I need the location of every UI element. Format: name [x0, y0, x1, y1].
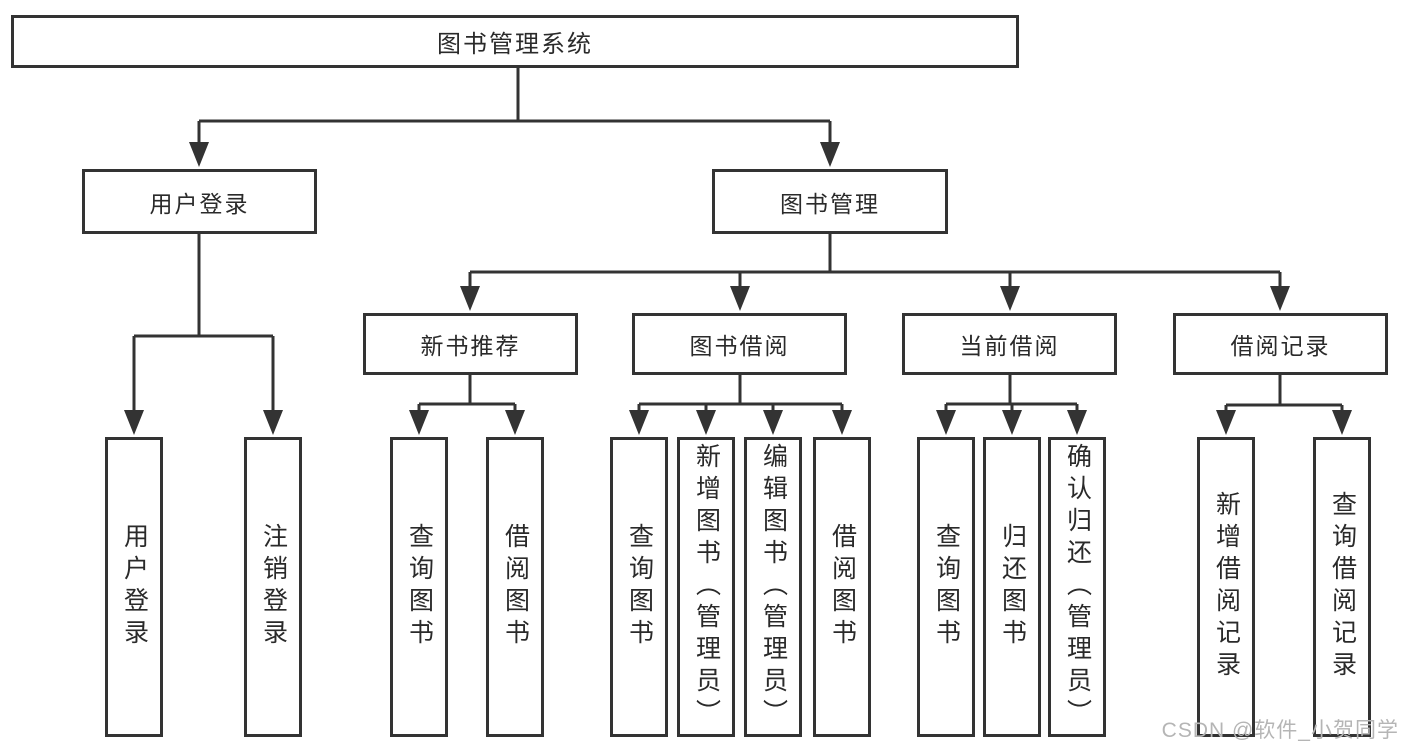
leaf-logout-login: 注销登录 [244, 437, 302, 737]
connector-book-borrowing-children [629, 375, 852, 435]
connector-line [944, 375, 1079, 412]
arrowhead [936, 410, 956, 435]
leaf-cb-return-books-label: 归还图书 [998, 523, 1027, 651]
leaf-cb-return-books: 归还图书 [983, 437, 1041, 737]
leaf-cb-confirm-return-admin: 确认归还（管理员） [1048, 437, 1106, 737]
arrowhead [730, 286, 750, 311]
arrowhead [124, 410, 144, 435]
leaf-br-add-borrow-record: 新增借阅记录 [1197, 437, 1255, 737]
leaf-nbr-borrow-books: 借阅图书 [486, 437, 544, 737]
connector-current-borrowing-children [936, 375, 1087, 435]
leaf-user-login-label: 用户登录 [120, 523, 149, 651]
arrowhead [832, 410, 852, 435]
arrowhead [1000, 286, 1020, 311]
connector-user-login-children [124, 233, 283, 435]
connector-line [132, 233, 275, 412]
arrowhead [1067, 410, 1087, 435]
leaf-bb-add-books-admin: 新增图书（管理员） [677, 437, 735, 737]
leaf-nbr-query-books: 查询图书 [390, 437, 448, 737]
node-root: 图书管理系统 [11, 15, 1019, 68]
connector-line [1224, 375, 1344, 412]
leaf-bb-query-books-label: 查询图书 [625, 523, 654, 651]
leaf-br-add-borrow-record-label: 新增借阅记录 [1212, 491, 1241, 683]
arrowhead [263, 410, 283, 435]
leaf-bb-edit-books-admin-label: 编辑图书（管理员） [759, 443, 788, 731]
node-new-book-recommend: 新书推荐 [363, 313, 578, 375]
leaf-bb-edit-books-admin: 编辑图书（管理员） [744, 437, 802, 737]
arrowhead [1332, 410, 1352, 435]
leaf-bb-query-books: 查询图书 [610, 437, 668, 737]
arrowhead [189, 142, 209, 167]
leaf-bb-borrow-books-label: 借阅图书 [828, 523, 857, 651]
leaf-br-query-borrow-record: 查询借阅记录 [1313, 437, 1371, 737]
leaf-cb-query-books: 查询图书 [917, 437, 975, 737]
node-book-management-label: 图书管理 [780, 190, 880, 217]
leaf-bb-add-books-admin-label: 新增图书（管理员） [692, 443, 721, 731]
leaf-br-query-borrow-record-label: 查询借阅记录 [1328, 491, 1357, 683]
node-user-login: 用户登录 [82, 169, 317, 234]
leaf-cb-query-books-label: 查询图书 [932, 523, 961, 651]
connector-book-management-children [460, 234, 1290, 311]
arrowhead [629, 410, 649, 435]
leaf-nbr-borrow-books-label: 借阅图书 [501, 523, 530, 651]
arrowhead [1270, 286, 1290, 311]
connector-root-to-level2 [189, 67, 840, 167]
leaf-user-login: 用户登录 [105, 437, 163, 737]
leaf-cb-confirm-return-admin-label: 确认归还（管理员） [1063, 443, 1092, 731]
arrowhead [696, 410, 716, 435]
node-borrowing-records-label: 借阅记录 [1230, 333, 1331, 359]
arrowhead [763, 410, 783, 435]
connector-new-book-recommend-children [409, 375, 525, 435]
arrowhead [1002, 410, 1022, 435]
leaf-nbr-query-books-label: 查询图书 [405, 523, 434, 651]
csdn-watermark: CSDN @软件_小贺同学 [1161, 719, 1399, 742]
leaf-logout-login-label: 注销登录 [259, 523, 288, 651]
node-book-management: 图书管理 [712, 169, 948, 234]
node-current-borrowing-label: 当前借阅 [959, 333, 1060, 359]
node-book-borrowing: 图书借阅 [632, 313, 847, 375]
connector-line [637, 375, 844, 412]
arrowhead [409, 410, 429, 435]
arrowhead [460, 286, 480, 311]
node-user-login-label: 用户登录 [149, 190, 250, 217]
node-current-borrowing: 当前借阅 [902, 313, 1117, 375]
node-borrowing-records: 借阅记录 [1173, 313, 1388, 375]
connector-borrowing-records-children [1216, 375, 1352, 435]
arrowhead [505, 410, 525, 435]
connector-line [468, 234, 1282, 288]
arrowhead [820, 142, 840, 167]
connector-line [417, 375, 517, 412]
node-root-label: 图书管理系统 [437, 31, 593, 58]
node-book-borrowing-label: 图书借阅 [689, 333, 790, 359]
leaf-bb-borrow-books: 借阅图书 [813, 437, 871, 737]
connector-line [197, 67, 832, 146]
node-new-book-recommend-label: 新书推荐 [420, 333, 521, 359]
arrowhead [1216, 410, 1236, 435]
